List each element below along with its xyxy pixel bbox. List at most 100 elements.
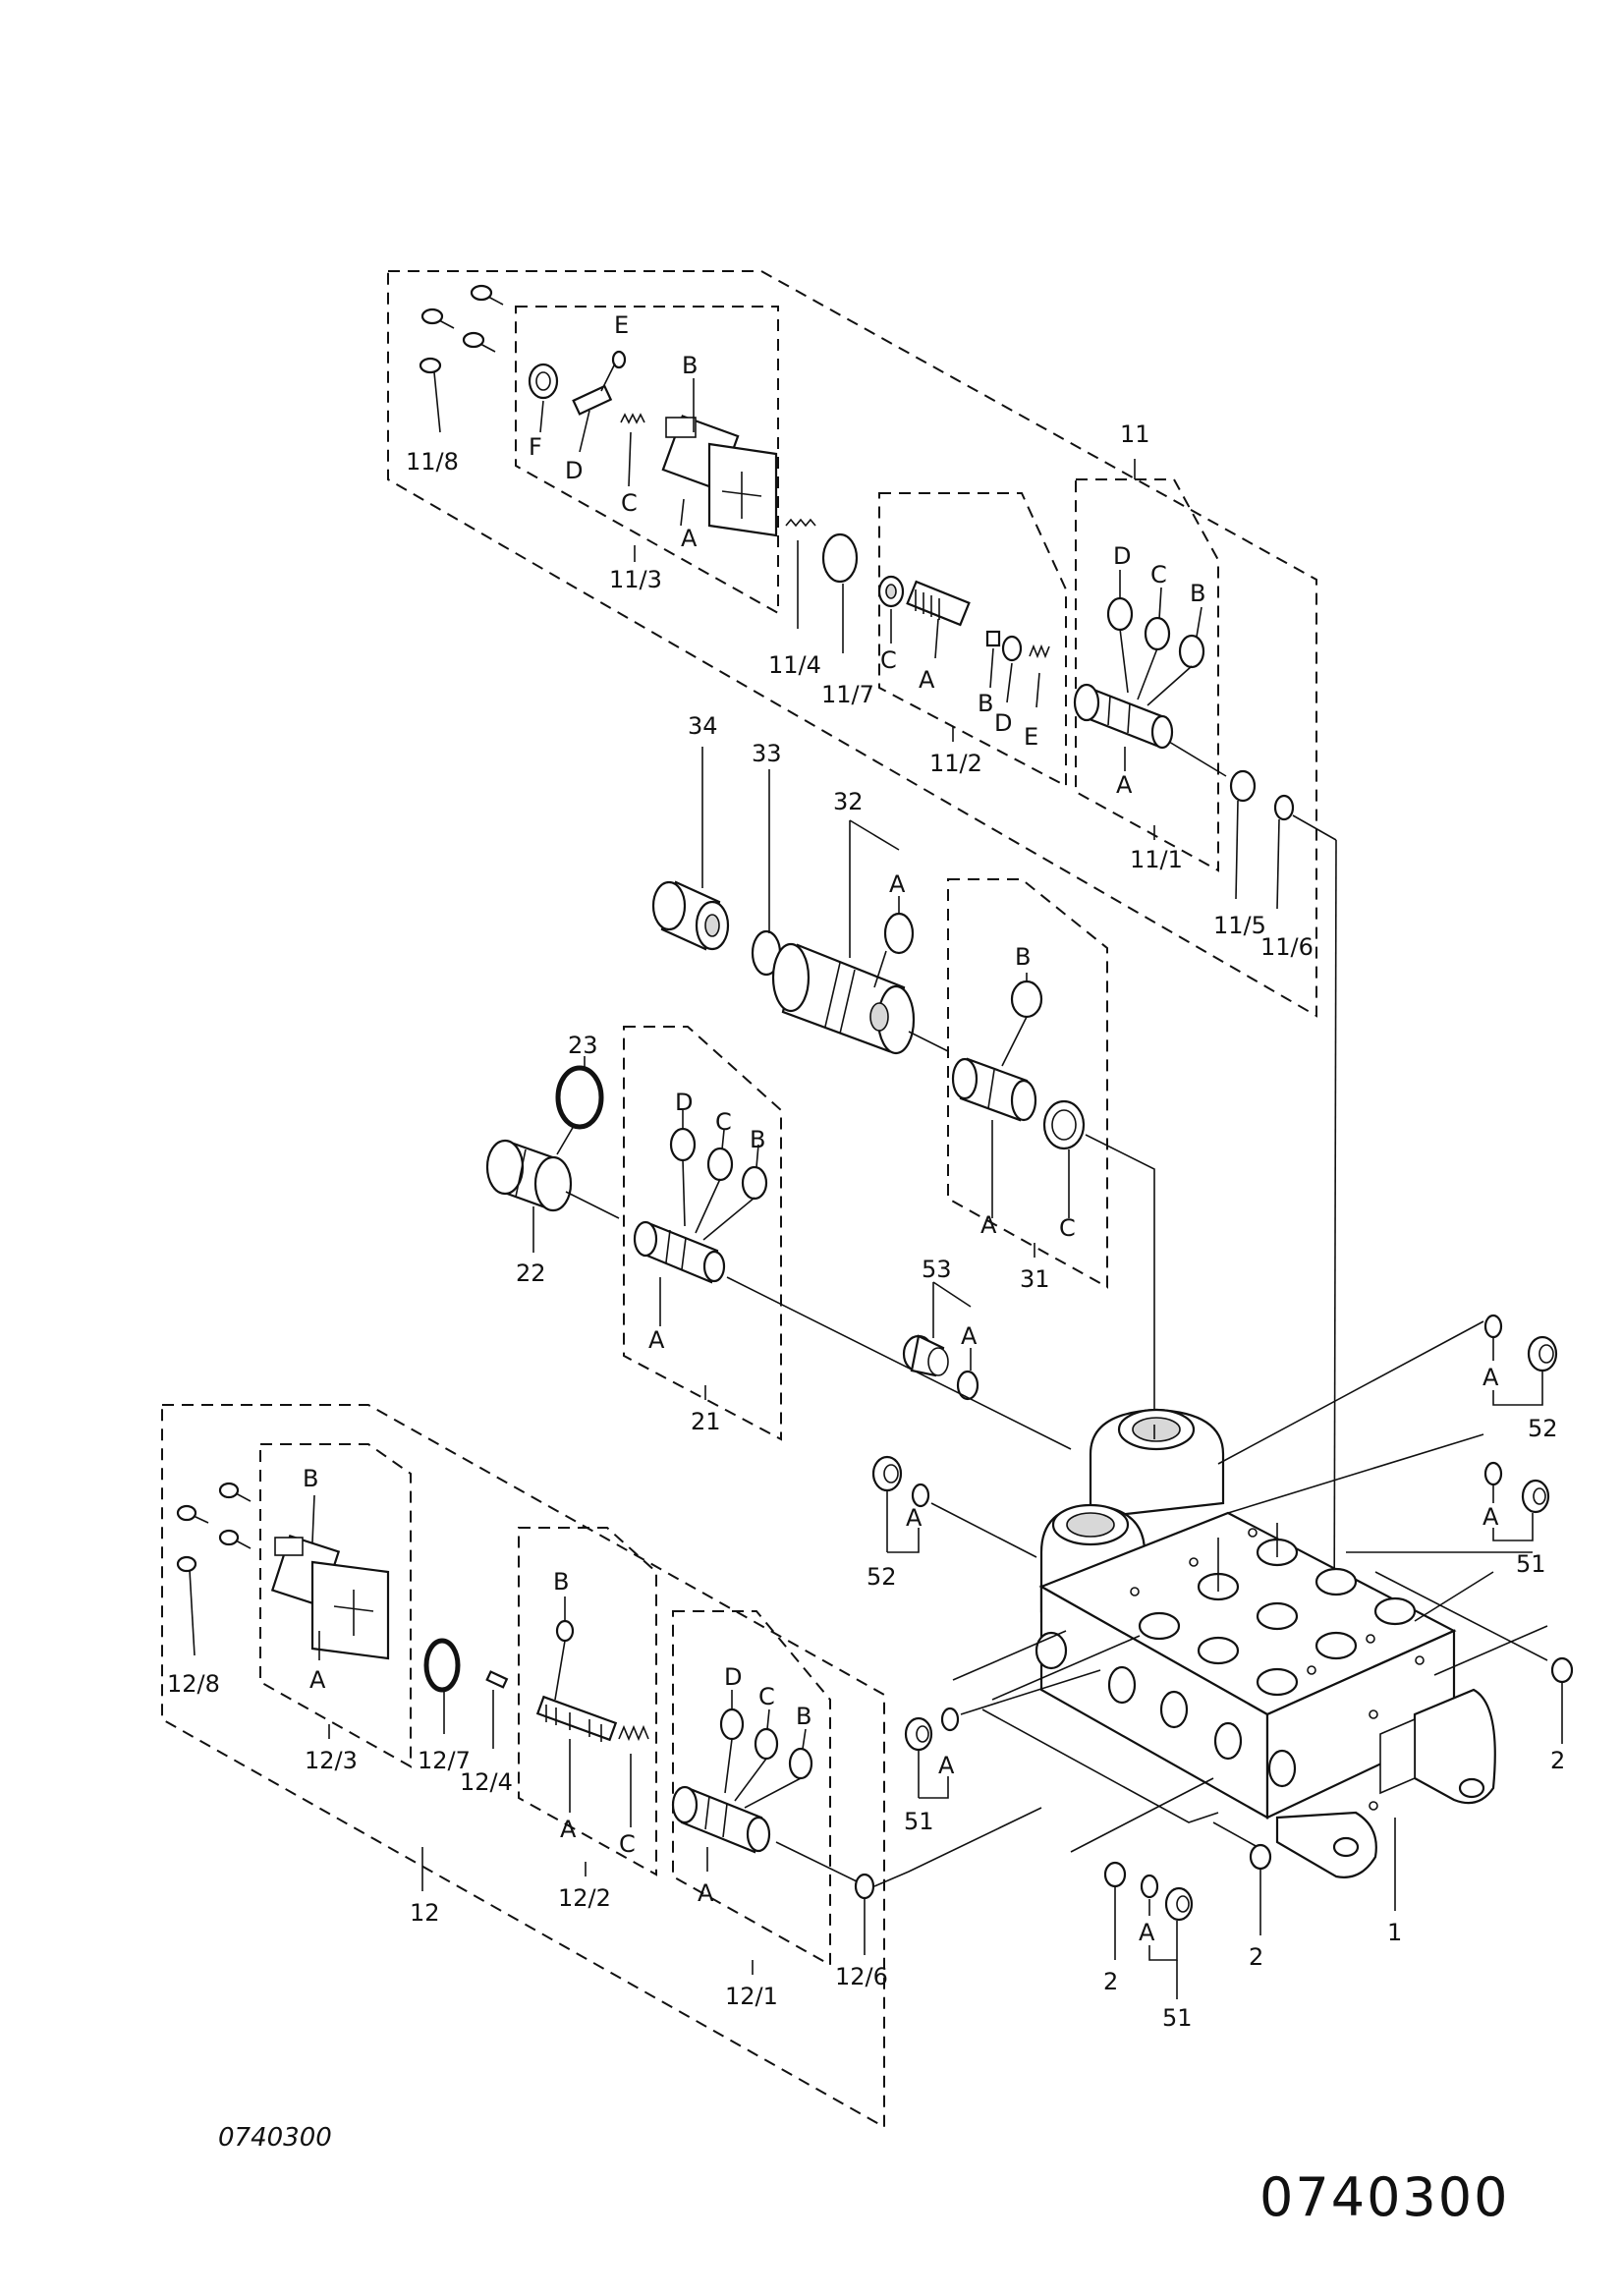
label-a-32: A	[889, 870, 906, 898]
group-11-outline	[387, 270, 1317, 1018]
label-12-2: 12/2	[558, 1884, 611, 1912]
oring-11-1-c	[1144, 616, 1171, 651]
label-12-8: 12/8	[167, 1670, 220, 1698]
label-a-11-2: A	[919, 666, 935, 694]
group-12-1-outline	[672, 1610, 831, 1967]
oring-51-a-bottom	[1140, 1874, 1159, 1899]
label-11-1: 11/1	[1130, 846, 1183, 873]
ball-11-2-b	[985, 630, 1001, 647]
plug-52-left	[871, 1455, 903, 1492]
seal-11-6	[1273, 794, 1295, 821]
label-52-left: 52	[867, 1563, 897, 1591]
screw-12-8-c	[218, 1529, 252, 1549]
check-valve-21-a	[633, 1220, 726, 1284]
group-12-3-outline	[259, 1443, 412, 1768]
nut-11-3-f	[528, 363, 559, 400]
label-b-11-3: B	[682, 352, 698, 379]
label-b-11-1: B	[1190, 580, 1205, 607]
label-b-12-2: B	[553, 1568, 569, 1596]
oring-12-7	[423, 1638, 461, 1693]
group-21-outline	[623, 1026, 782, 1441]
label-c-11-2: C	[880, 646, 897, 674]
oring-31-b	[1010, 980, 1043, 1019]
label-23: 23	[568, 1032, 598, 1059]
label-12-3: 12/3	[305, 1747, 358, 1774]
label-12-7: 12/7	[418, 1747, 471, 1774]
solenoid-12-3-a	[270, 1534, 390, 1660]
label-32: 32	[833, 788, 864, 815]
label-31: 31	[1020, 1265, 1050, 1293]
label-12: 12	[410, 1899, 440, 1927]
label-11-5: 11/5	[1213, 912, 1266, 939]
oring-11-1-d	[1106, 596, 1134, 632]
label-11-4: 11/4	[768, 651, 821, 679]
label-11: 11	[1120, 420, 1150, 448]
plug-52-right	[1527, 1335, 1558, 1372]
plug-51-left	[904, 1716, 933, 1752]
spool-11-2-a	[906, 580, 971, 627]
pin-11-3-d	[572, 384, 613, 416]
plug-2-right	[1550, 1656, 1574, 1684]
label-11-2: 11/2	[929, 750, 982, 777]
label-12-4: 12/4	[460, 1768, 513, 1796]
oring-53-a	[956, 1370, 979, 1401]
label-a-12-2: A	[560, 1816, 577, 1843]
label-11-7: 11/7	[821, 681, 874, 708]
plug-51-right	[1521, 1479, 1550, 1514]
label-a-12-1: A	[698, 1879, 714, 1907]
ring-31-c	[1042, 1099, 1086, 1150]
label-c-31: C	[1059, 1214, 1076, 1242]
label-b-12-3: B	[303, 1465, 318, 1492]
label-1: 1	[1387, 1919, 1402, 1946]
label-d-11-3: D	[565, 457, 583, 484]
oring-52-a-right	[1483, 1314, 1503, 1339]
label-d-11-2: D	[994, 709, 1012, 737]
label-51-bottom: 51	[1162, 2004, 1193, 2032]
oring-23	[555, 1065, 604, 1130]
sleeve-32	[771, 942, 916, 1055]
label-d-11-1: D	[1113, 542, 1131, 570]
label-2-bottom-right: 2	[1249, 1943, 1263, 1971]
group-11-1-outline	[1075, 478, 1219, 872]
drawing-number-large: 0740300	[1259, 2166, 1510, 2228]
label-a-21: A	[648, 1326, 665, 1354]
label-51-left: 51	[904, 1808, 934, 1835]
oring-21-d	[669, 1127, 697, 1162]
label-a-51-bottom: A	[1139, 1919, 1155, 1946]
label-a-53: A	[961, 1322, 978, 1350]
plug-34	[651, 880, 730, 951]
label-c-12-1: C	[758, 1683, 775, 1710]
label-34: 34	[688, 712, 718, 740]
seal-12-6	[854, 1873, 875, 1900]
spring-11-2-e	[1029, 644, 1050, 659]
oring-51-a-right	[1483, 1461, 1503, 1486]
label-d-12-1: D	[724, 1663, 742, 1691]
label-a-51-right: A	[1482, 1503, 1499, 1531]
plug-11-5	[1229, 769, 1257, 803]
screw-12-8-a	[218, 1482, 252, 1502]
label-f-11-3: F	[529, 433, 542, 461]
drawing-number-small: 0740300	[218, 2123, 332, 2153]
oring-12-1-c	[754, 1727, 779, 1761]
seat-11-2-c	[877, 575, 905, 608]
plug-22	[485, 1139, 573, 1212]
label-b-11-2: B	[978, 690, 993, 717]
group-31-outline	[947, 878, 1108, 1289]
spring-11-3-c	[620, 413, 645, 424]
label-b-21: B	[750, 1126, 765, 1153]
label-2-bottom-left: 2	[1103, 1968, 1118, 1995]
label-11-6: 11/6	[1260, 933, 1314, 961]
label-12-6: 12/6	[835, 1963, 888, 1990]
label-51-right: 51	[1516, 1550, 1546, 1578]
spool-12-2-a	[535, 1695, 618, 1742]
label-c-12-2: C	[619, 1830, 636, 1858]
plug-53	[902, 1334, 949, 1377]
plug-2-bottom-right	[1249, 1843, 1272, 1871]
label-2-right: 2	[1550, 1747, 1565, 1774]
label-12-1: 12/1	[725, 1983, 778, 2010]
oring-52-a-left	[911, 1483, 930, 1508]
oring-32-a	[883, 912, 915, 955]
label-a-11-3: A	[681, 525, 698, 552]
label-a-31: A	[980, 1211, 997, 1239]
